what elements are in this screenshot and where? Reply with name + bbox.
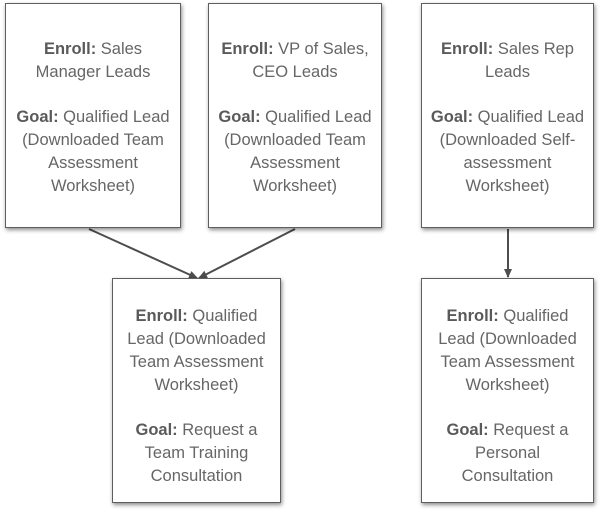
box-team-training-consultation: Enroll: Qualified Lead (Downloaded Team … bbox=[112, 278, 281, 503]
enroll-text: VP of Sales, CEO Leads bbox=[252, 40, 369, 81]
box-personal-consultation: Enroll: Qualified Lead (Downloaded Team … bbox=[421, 278, 594, 503]
goal-text: Qualified Lead (Downloaded Team Assessme… bbox=[22, 108, 170, 195]
enroll-label: Enroll: bbox=[441, 40, 494, 58]
enroll-section: Enroll: Qualified Lead (Downloaded Team … bbox=[428, 305, 587, 397]
enroll-label: Enroll: bbox=[43, 40, 97, 58]
goal-label: Goal: bbox=[16, 108, 59, 126]
goal-section: Goal: Qualified Lead (Downloaded Team As… bbox=[215, 106, 375, 198]
enroll-label: Enroll: bbox=[221, 40, 274, 58]
enroll-section: Enroll: Sales Rep Leads bbox=[428, 38, 587, 84]
enroll-section: Enroll: VP of Sales, CEO Leads bbox=[215, 38, 375, 84]
goal-label: Goal: bbox=[218, 108, 261, 126]
enroll-section: Enroll: Sales Manager Leads bbox=[12, 38, 174, 84]
enroll-section: Enroll: Qualified Lead (Downloaded Team … bbox=[119, 305, 274, 397]
enroll-text: Sales Manager Leads bbox=[35, 40, 151, 81]
box-sales-manager-leads: Enroll: Sales Manager Leads Goal: Qualif… bbox=[5, 3, 181, 228]
goal-label: Goal: bbox=[446, 421, 489, 439]
box-sales-rep-leads: Enroll: Sales Rep Leads Goal: Qualified … bbox=[421, 3, 594, 228]
goal-label: Goal: bbox=[430, 108, 474, 126]
enroll-text: Qualified Lead (Downloaded Team Assessme… bbox=[438, 307, 577, 394]
goal-section: Goal: Request a Personal Consultation bbox=[428, 419, 587, 488]
goal-section: Goal: Request a Team Training Consultati… bbox=[119, 419, 274, 488]
enroll-text: Sales Rep Leads bbox=[485, 40, 574, 81]
goal-text: Qualified Lead (Downloaded Team Assessme… bbox=[224, 108, 372, 195]
goal-text: Request a Team Training Consultation bbox=[144, 421, 258, 485]
goal-text: Qualified Lead (Downloaded Self-assessme… bbox=[439, 108, 585, 195]
enroll-label: Enroll: bbox=[135, 307, 188, 325]
box-vp-ceo-leads: Enroll: VP of Sales, CEO Leads Goal: Qua… bbox=[208, 3, 382, 228]
goal-section: Goal: Qualified Lead (Downloaded Self-as… bbox=[428, 106, 587, 198]
goal-section: Goal: Qualified Lead (Downloaded Team As… bbox=[12, 106, 174, 198]
arrow-vp-ceo-to-team-training bbox=[198, 228, 296, 279]
goal-text: Request a Personal Consultation bbox=[461, 421, 569, 485]
enroll-text: Qualified Lead (Downloaded Team Assessme… bbox=[127, 307, 266, 394]
goal-label: Goal: bbox=[135, 421, 178, 439]
enroll-label: Enroll: bbox=[446, 307, 499, 325]
arrow-sales-manager-to-team-training bbox=[88, 228, 198, 279]
